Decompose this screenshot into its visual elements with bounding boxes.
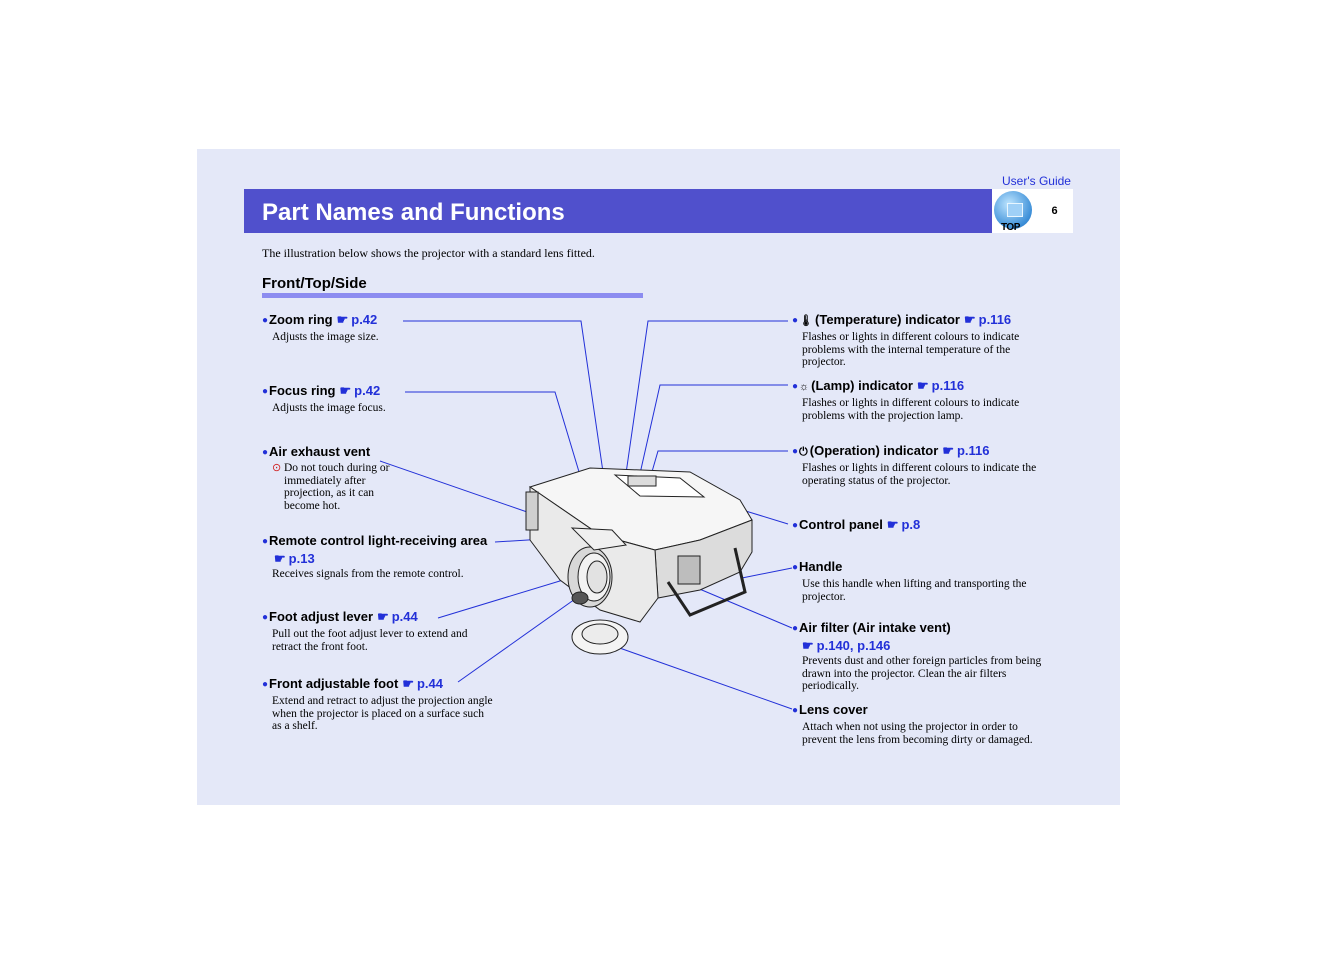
part-name: Front adjustable foot (269, 676, 399, 691)
title-bar: Part Names and Functions (244, 189, 992, 233)
pointing-hand-icon: ☛ (963, 312, 976, 327)
section-title: Front/Top/Side (262, 275, 367, 292)
part-front-adjustable-foot: ●Front adjustable foot☛p.44 Extend and r… (262, 676, 494, 733)
part-description: Adjusts the image size. (272, 331, 379, 343)
pointing-hand-icon: ☛ (802, 638, 814, 653)
part-name: Zoom ring (269, 312, 333, 327)
part-name: Focus ring (269, 383, 336, 398)
bullet-icon: ● (792, 446, 799, 457)
bullet-icon: ● (792, 562, 799, 573)
part-name: Remote control light-receiving area (269, 533, 488, 548)
lamp-icon: ☼ (799, 381, 810, 393)
part-lens-cover: ●Lens cover Attach when not using the pr… (792, 702, 1052, 746)
part-name: Air filter (Air intake vent) (799, 620, 951, 635)
page-ref-link[interactable]: p.116 (978, 312, 1012, 327)
bullet-icon: ● (262, 679, 269, 690)
users-guide-link[interactable]: User's Guide (1002, 174, 1071, 188)
page-ref-link-2[interactable]: p.146 (857, 638, 891, 653)
bullet-icon: ● (262, 315, 269, 326)
page-ref-link[interactable]: p.140 (816, 638, 850, 653)
projector-illustration (525, 467, 753, 655)
bullet-icon: ● (262, 612, 269, 623)
pointing-hand-icon: ☛ (336, 312, 349, 327)
part-control-panel: ●Control panel☛p.8 (792, 517, 920, 535)
pointing-hand-icon: ☛ (886, 517, 899, 532)
pointing-hand-icon: ☛ (916, 378, 929, 393)
part-description: Flashes or lights in different colours t… (802, 331, 1020, 368)
part-description: Prevents dust and other foreign particle… (802, 655, 1042, 692)
bullet-icon: ● (262, 536, 269, 547)
bullet-icon: ● (792, 520, 799, 531)
top-button-label: TOP (1001, 222, 1020, 233)
page-number: 6 (1036, 189, 1073, 233)
top-button[interactable]: TOP (992, 189, 1036, 233)
part-name: Handle (799, 559, 843, 574)
part-zoom-ring: ●Zoom ring☛p.42 Adjusts the image size. (262, 312, 379, 344)
part-name: Air exhaust vent (269, 444, 371, 459)
part-name: Lens cover (799, 702, 868, 717)
page-ref-link[interactable]: p.8 (901, 517, 921, 532)
part-name: Control panel (799, 517, 883, 532)
bullet-icon: ● (792, 623, 799, 634)
part-description: Pull out the foot adjust lever to extend… (272, 628, 468, 653)
part-lamp-indicator: ●☼(Lamp) indicator☛p.116 Flashes or ligh… (792, 378, 1042, 422)
page-ref-link[interactable]: p.44 (391, 609, 418, 624)
page-ref-link[interactable]: p.44 (416, 676, 443, 691)
pointing-hand-icon: ☛ (339, 383, 352, 398)
part-description: Use this handle when lifting and transpo… (802, 578, 1027, 603)
page-ref-link[interactable]: p.116 (956, 443, 990, 458)
part-temperature-indicator: ●🌡︎(Temperature) indicator☛p.116 Flashes… (792, 312, 1042, 369)
part-description: Receives signals from the remote control… (272, 568, 464, 580)
part-remote-receiver: ●Remote control light-receiving area ☛p.… (262, 533, 487, 581)
top-globe-icon (994, 191, 1032, 229)
part-air-filter: ●Air filter (Air intake vent) ☛p.140, p.… (792, 620, 1052, 693)
part-description: Extend and retract to adjust the project… (272, 695, 493, 732)
pointing-hand-icon: ☛ (377, 609, 389, 624)
warning-text: Do not touch during or immediately after… (284, 462, 390, 512)
bullet-icon: ● (792, 705, 799, 716)
caution-icon: ⊙ (272, 462, 282, 474)
page-ref-link[interactable]: p.42 (354, 383, 381, 398)
part-name: (Lamp) indicator (811, 378, 913, 393)
part-handle: ●Handle Use this handle when lifting and… (792, 559, 1042, 603)
bullet-icon: ● (262, 447, 269, 458)
part-focus-ring: ●Focus ring☛p.42 Adjusts the image focus… (262, 383, 386, 415)
warning-note: ⊙Do not touch during or immediately afte… (272, 462, 402, 512)
section-rule (262, 293, 643, 298)
page-ref-link[interactable]: p.13 (288, 551, 315, 566)
pointing-hand-icon: ☛ (402, 676, 414, 691)
page-title: Part Names and Functions (262, 199, 565, 226)
part-foot-adjust-lever: ●Foot adjust lever☛p.44 Pull out the foo… (262, 609, 492, 653)
pointing-hand-icon: ☛ (274, 551, 286, 566)
bullet-icon: ● (792, 315, 799, 326)
bullet-icon: ● (792, 381, 799, 392)
part-description: Adjusts the image focus. (272, 402, 386, 414)
intro-text: The illustration below shows the project… (262, 246, 595, 260)
page-ref-link[interactable]: p.42 (351, 312, 378, 327)
power-icon: ⏻ (799, 446, 808, 458)
part-air-exhaust-vent: ●Air exhaust vent ⊙Do not touch during o… (262, 444, 402, 512)
part-description: Attach when not using the projector in o… (802, 721, 1033, 746)
bullet-icon: ● (262, 386, 269, 397)
part-operation-indicator: ●⏻(Operation) indicator☛p.116 Flashes or… (792, 443, 1047, 487)
part-name: (Operation) indicator (809, 443, 939, 458)
part-name: Foot adjust lever (269, 609, 374, 624)
part-description: Flashes or lights in different colours t… (802, 462, 1037, 487)
part-description: Flashes or lights in different colours t… (802, 397, 1020, 422)
thermometer-icon: 🌡︎ (799, 315, 814, 327)
part-name: (Temperature) indicator (815, 312, 960, 327)
page-ref-link[interactable]: p.116 (931, 378, 965, 393)
pointing-hand-icon: ☛ (942, 443, 954, 458)
